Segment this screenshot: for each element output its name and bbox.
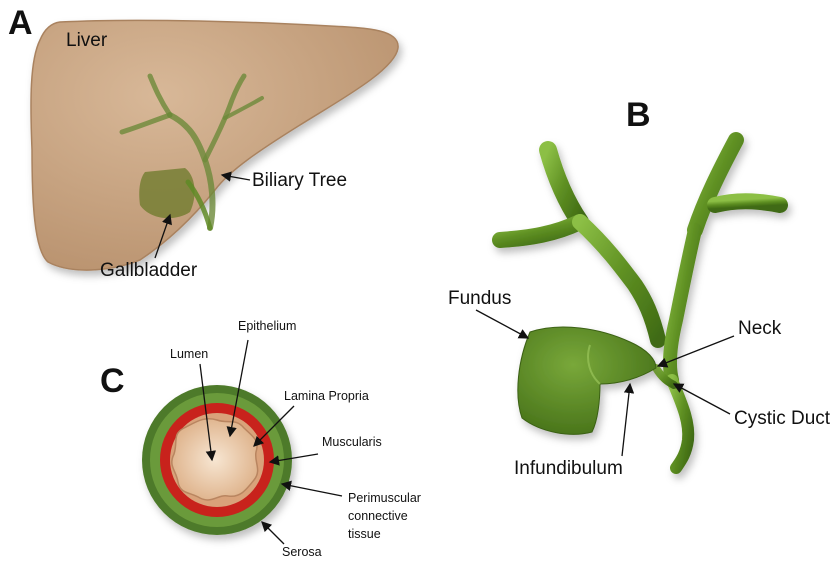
liver-label: Liver — [66, 30, 108, 51]
serosa-label: Serosa — [282, 545, 322, 559]
panel-c: C Lumen Epithelium Lamina Propria Muscul… — [100, 319, 421, 559]
gallbladder-label: Gallbladder — [100, 260, 198, 281]
gallbladder-shape-a — [139, 168, 194, 218]
muscularis-label: Muscularis — [322, 435, 382, 449]
perimuscular-label-2: connective — [348, 509, 408, 523]
epithelium-fold — [172, 419, 258, 500]
biliary-tree-label: Biliary Tree — [252, 170, 347, 191]
panel-b: B Fundus Neck Cystic Duct Infundibulum — [448, 96, 831, 479]
lumen-label: Lumen — [170, 347, 208, 361]
perimuscular-label-3: tissue — [348, 527, 381, 541]
wall-cross-section — [142, 385, 292, 535]
fundus-arrow — [476, 310, 528, 338]
panel-b-letter: B — [626, 96, 651, 134]
gallbladder-shape-b — [518, 327, 656, 434]
cystic-duct-label: Cystic Duct — [734, 408, 831, 429]
epithelium-label: Epithelium — [238, 319, 296, 333]
panel-a-letter: A — [8, 4, 33, 42]
perimuscular-label-1: Perimuscular — [348, 491, 421, 505]
fundus-label: Fundus — [448, 288, 511, 309]
panel-a: A Liver Biliary Tree Gallbladder — [8, 4, 398, 281]
panel-c-letter: C — [100, 362, 125, 400]
lamina-propria-label: Lamina Propria — [284, 389, 369, 403]
neck-label: Neck — [738, 318, 782, 339]
perimuscular-arrow — [282, 484, 342, 496]
infundibulum-label: Infundibulum — [514, 458, 623, 479]
serosa-arrow — [262, 522, 284, 544]
infundibulum-arrow — [622, 384, 630, 456]
